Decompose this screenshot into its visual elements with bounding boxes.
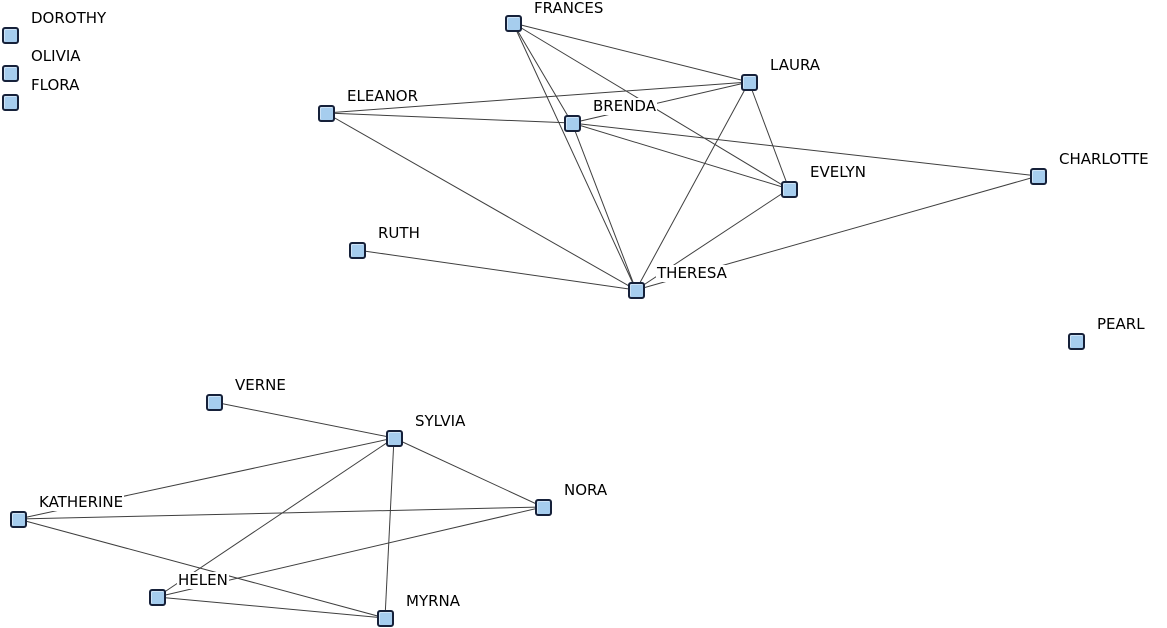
node-sylvia[interactable]	[385, 429, 403, 447]
edge-frances-theresa	[512, 22, 637, 291]
node-brenda[interactable]	[563, 114, 581, 132]
node-eleanor[interactable]	[317, 104, 335, 122]
edge-ruth-theresa	[356, 249, 637, 291]
node-dorothy[interactable]	[1, 26, 19, 44]
node-label-frances: FRANCES	[533, 0, 605, 17]
node-label-flora: FLORA	[30, 76, 81, 94]
edge-sylvia-myrna	[384, 437, 395, 619]
edge-sylvia-nora	[393, 437, 544, 508]
node-label-eleanor: ELEANOR	[346, 87, 420, 105]
node-label-sylvia: SYLVIA	[414, 412, 467, 430]
edge-laura-evelyn	[748, 81, 790, 190]
node-label-olivia: OLIVIA	[30, 47, 82, 65]
node-label-helen: HELEN	[177, 571, 229, 589]
node-nora[interactable]	[534, 498, 552, 516]
edge-brenda-charlotte	[571, 122, 1039, 177]
edge-eleanor-brenda	[325, 112, 573, 124]
node-laura[interactable]	[740, 73, 758, 91]
edge-laura-theresa	[635, 81, 750, 291]
node-helen[interactable]	[148, 588, 166, 606]
edge-brenda-theresa	[571, 122, 637, 291]
node-verne[interactable]	[205, 393, 223, 411]
node-label-theresa: THERESA	[656, 264, 728, 282]
node-myrna[interactable]	[376, 609, 394, 627]
node-label-dorothy: DOROTHY	[30, 9, 108, 27]
edge-verne-sylvia	[213, 401, 395, 439]
node-olivia[interactable]	[1, 64, 19, 82]
edge-eleanor-theresa	[325, 112, 637, 291]
edge-brenda-evelyn	[571, 122, 790, 190]
node-ruth[interactable]	[348, 241, 366, 259]
edge-frances-brenda	[512, 22, 573, 124]
node-label-brenda: BRENDA	[592, 97, 657, 115]
edge-helen-myrna	[156, 596, 386, 619]
edge-laura-eleanor	[325, 81, 750, 114]
node-katherine[interactable]	[9, 510, 27, 528]
edge-laura-brenda	[571, 81, 750, 124]
node-label-katherine: KATHERINE	[38, 493, 125, 511]
node-label-pearl: PEARL	[1096, 315, 1146, 333]
node-label-laura: LAURA	[769, 56, 822, 74]
node-label-ruth: RUTH	[377, 224, 421, 242]
edge-sylvia-helen	[156, 437, 395, 598]
node-pearl[interactable]	[1067, 332, 1085, 350]
node-label-charlotte: CHARLOTTE	[1058, 150, 1150, 168]
node-frances[interactable]	[504, 14, 522, 32]
node-label-evelyn: EVELYN	[809, 163, 867, 181]
node-flora[interactable]	[1, 93, 19, 111]
edge-frances-laura	[512, 22, 750, 83]
node-theresa[interactable]	[627, 281, 645, 299]
node-label-myrna: MYRNA	[405, 592, 462, 610]
edge-katherine-nora	[17, 506, 544, 520]
node-label-verne: VERNE	[234, 376, 287, 394]
node-evelyn[interactable]	[780, 180, 798, 198]
node-charlotte[interactable]	[1029, 167, 1047, 185]
edge-katherine-myrna	[17, 518, 386, 619]
node-label-nora: NORA	[563, 481, 609, 499]
